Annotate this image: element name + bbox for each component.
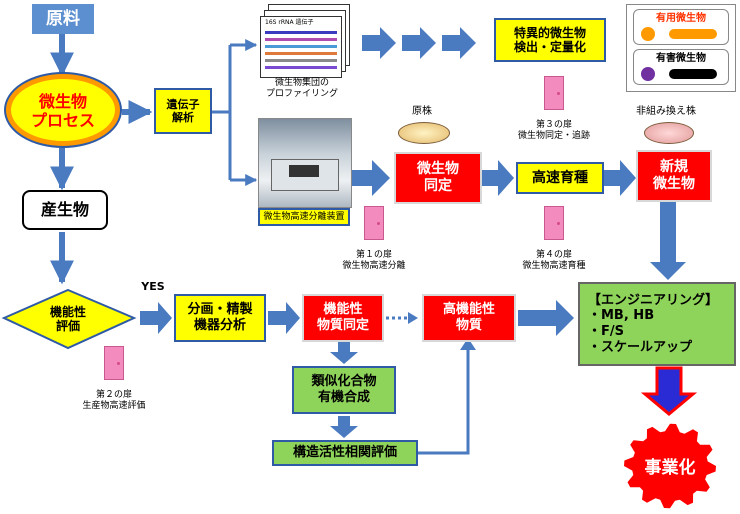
functionality-evaluation-box: 機能性 評価 (30, 300, 106, 338)
arrow-engineering-to-commercialization (640, 366, 698, 416)
band-4 (265, 52, 337, 55)
gene-analysis-label: 遺伝子 解析 (166, 97, 200, 124)
commercialization-label: 事業化 (644, 457, 696, 478)
arrow-new-microbe-to-engineering (650, 200, 686, 280)
arrow-identification-to-breeding (482, 160, 514, 196)
non-gmo-strain-ellipse (644, 122, 694, 144)
arrow-breeding-to-new-microbe (604, 160, 636, 196)
gene-analysis-box: 遺伝子 解析 (154, 88, 212, 134)
arrow-analog-to-sar (330, 416, 358, 438)
tube-card-front: 16S rRNA 遺伝子 (260, 16, 342, 78)
fractionation-label: 分画・精製 機器分析 (187, 302, 253, 333)
engineering-item-1: ・MB, HB (588, 308, 655, 324)
functional-substance-box: 機能性 物質同定 (302, 294, 384, 342)
engineering-item-2: ・F/S (588, 324, 624, 339)
new-microbe-box: 新規 微生物 (636, 150, 712, 202)
arrow-profiling-chain (362, 27, 476, 59)
legend-useful-box: 有用微生物 (633, 9, 729, 45)
specific-detection-box: 特異的微生物 検出・定量化 (494, 18, 606, 62)
arrow-evaluation-to-fractionation (140, 302, 172, 334)
analog-synthesis-label: 類似化合物 有機合成 (311, 374, 377, 405)
functionality-evaluation-label: 機能性 評価 (49, 304, 86, 333)
arrow-separator-to-identification (352, 160, 390, 196)
legend-harmful-label: 有害微生物 (656, 53, 706, 64)
door-3-label: 第３の扉 微生物同定・追跡 (517, 120, 590, 142)
separator-device-label: 微生物高速分離装置 (263, 211, 345, 222)
fast-breeding-label: 高速育種 (532, 169, 588, 186)
arrow-substance-to-analog (330, 342, 358, 364)
high-function-substance-box: 高機能性 物質 (422, 294, 516, 342)
fast-breeding-box: 高速育種 (516, 162, 604, 194)
arrow-dotted-to-high-function (386, 312, 418, 324)
analog-synthesis-box: 類似化合物 有機合成 (292, 366, 396, 414)
specific-detection-label: 特異的微生物 検出・定量化 (513, 25, 586, 54)
fractionation-box: 分画・精製 機器分析 (174, 294, 266, 342)
evaluation-diamond-shape (1, 288, 137, 350)
door-4-label: 第４の扉 微生物高速育種 (522, 250, 586, 272)
engineering-box: 【エンジニアリング】 ・MB, HB ・F/S ・スケールアップ (578, 282, 736, 366)
product-label: 産生物 (40, 200, 89, 220)
engineering-title: 【エンジニアリング】 (588, 292, 719, 308)
process-ellipse-shape (4, 72, 122, 148)
microbe-process-box: 微生物 プロセス (14, 88, 112, 134)
legend-useful-circle (641, 27, 655, 41)
non-gmo-strain-label: 非組み換え株 (636, 106, 696, 117)
arrow-high-function-to-engineering (518, 300, 574, 336)
band-3 (265, 45, 337, 48)
microbe-identification-label: 微生物 同定 (417, 161, 459, 194)
band-6 (265, 66, 337, 69)
arrow-sar-to-high-function (418, 338, 476, 455)
band-1 (265, 31, 337, 34)
door-4-icon (544, 206, 564, 240)
door-3-icon (544, 76, 564, 110)
raw-material-box: 原料 (32, 4, 94, 34)
legend-useful-rod (669, 29, 717, 39)
sar-evaluation-box: 構造活性相関評価 (272, 440, 418, 466)
sar-evaluation-label: 構造活性相関評価 (292, 445, 397, 461)
legend-harmful-circle (641, 67, 655, 81)
product-box: 産生物 (22, 190, 108, 230)
commercialization-gear (624, 423, 716, 509)
band-2 (265, 38, 337, 41)
arrow-fractionation-to-substance (268, 302, 300, 334)
new-microbe-label: 新規 微生物 (653, 159, 695, 192)
microbe-identification-box: 微生物 同定 (394, 152, 482, 204)
profiling-panel: 16S rRNA 遺伝子 (260, 4, 350, 78)
door-1-icon (364, 206, 384, 240)
branch-gene-analysis (212, 39, 258, 186)
high-function-substance-label: 高機能性 物質 (442, 302, 495, 333)
microbe-process-label: 微生物 プロセス (30, 91, 95, 130)
parent-strain-ellipse (398, 122, 450, 144)
door-1-label: 第１の扉 微生物高速分離 (342, 250, 406, 272)
legend: 有用微生物 有害微生物 (626, 4, 736, 92)
engineering-item-3: ・スケールアップ (588, 339, 693, 355)
functional-substance-label: 機能性 物質同定 (316, 302, 369, 333)
separator-device-image (258, 118, 352, 208)
parent-strain-label: 原株 (412, 106, 432, 117)
legend-harmful-box: 有害微生物 (633, 49, 729, 85)
legend-useful-label: 有用微生物 (656, 13, 706, 24)
profiling-label: 微生物集団の プロファイリング (265, 78, 338, 100)
separator-device-label-box: 微生物高速分離装置 (258, 208, 350, 226)
yes-label: YES (141, 280, 165, 293)
device-tray (289, 165, 319, 177)
raw-material-label: 原料 (46, 8, 80, 29)
legend-harmful-rod (669, 69, 717, 79)
commercialization-box: 事業化 (630, 450, 710, 486)
band-5 (265, 59, 337, 62)
door-2-label: 第２の扉 生産物高速評価 (82, 390, 146, 412)
door-2-icon (104, 346, 124, 380)
tube-label: 16S rRNA 遺伝子 (265, 19, 314, 26)
